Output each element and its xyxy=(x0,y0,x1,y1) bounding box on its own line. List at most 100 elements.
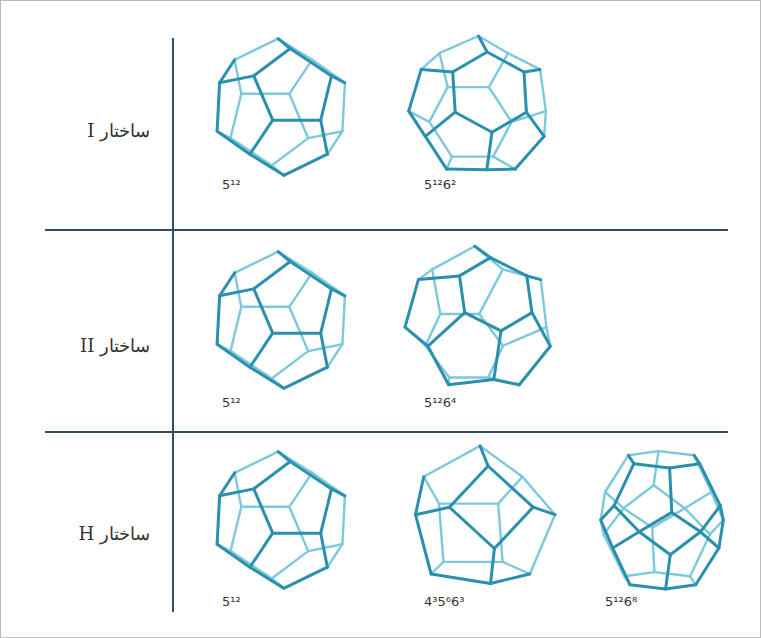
cage-label: 5¹²6⁴ xyxy=(424,395,456,410)
cage-edge xyxy=(424,446,480,477)
cage-edge xyxy=(428,346,449,385)
cage-edge xyxy=(670,468,672,513)
cage-edge xyxy=(332,489,345,496)
structure-label: ساختار H xyxy=(79,523,150,544)
cage-edge xyxy=(488,466,533,507)
cage-edge xyxy=(479,269,503,314)
cage-edge xyxy=(460,276,465,313)
cage-edge xyxy=(439,504,443,562)
cage-edge xyxy=(532,313,550,347)
cage-edge xyxy=(541,280,547,328)
cage-edge xyxy=(289,60,312,94)
cage-label: 5¹² xyxy=(222,177,241,192)
cage-edge xyxy=(475,246,491,257)
cage-edge xyxy=(409,69,422,111)
cage-edge xyxy=(487,52,524,72)
cage-label: 4³5⁶6³ xyxy=(424,594,464,609)
cage-edge xyxy=(418,276,459,280)
cage-edge xyxy=(217,344,250,367)
cage-edge xyxy=(273,332,321,335)
cage-edge xyxy=(284,154,328,175)
cage-edge xyxy=(231,307,242,351)
cage-edge xyxy=(449,380,494,385)
cage-edge xyxy=(455,112,492,132)
cage-edge xyxy=(254,489,273,533)
row-divider xyxy=(45,229,728,231)
cage-edge xyxy=(540,69,546,111)
cage-edge xyxy=(666,585,696,589)
cage-edge xyxy=(421,69,453,72)
cage-edge xyxy=(605,455,628,492)
cage-edge xyxy=(431,562,443,574)
cage-edge xyxy=(321,489,332,533)
cage-edge xyxy=(494,380,520,385)
cage-edge xyxy=(491,258,527,276)
cage-edge xyxy=(429,122,452,157)
cage-edge xyxy=(493,157,515,170)
cage-edge xyxy=(321,76,332,120)
cage-illustrations xyxy=(217,36,723,589)
cage-edge xyxy=(432,269,440,314)
cage-edge xyxy=(327,344,342,367)
cage-edge xyxy=(235,39,279,60)
cage-edge xyxy=(342,296,345,344)
cage-edge xyxy=(241,93,289,95)
cage-edge xyxy=(515,136,544,169)
cage-edge xyxy=(289,273,312,307)
cage-edge xyxy=(613,548,630,585)
cage-edge xyxy=(544,111,546,136)
cage-label: 5¹² xyxy=(222,594,241,609)
cage-edge xyxy=(720,506,723,520)
cage-edge xyxy=(524,72,526,112)
cage-edge xyxy=(700,464,721,506)
cage-edge xyxy=(634,464,670,468)
cage-edge xyxy=(278,39,312,60)
cage-edge xyxy=(501,313,532,331)
cage-edge xyxy=(220,489,254,496)
cage-edge xyxy=(479,36,488,52)
cage-edge xyxy=(480,446,488,466)
cage-edge xyxy=(231,94,242,138)
cage-edge xyxy=(250,367,284,388)
cage-edge xyxy=(217,131,250,154)
cage-edge xyxy=(220,76,254,83)
cage-edge xyxy=(601,506,614,520)
cage-edge xyxy=(254,262,290,289)
cage-edge xyxy=(453,72,456,112)
cage-edge xyxy=(217,296,220,344)
cage-edge xyxy=(440,313,479,315)
cage-edge xyxy=(431,574,490,584)
cage-edge xyxy=(235,60,242,94)
cage-edge xyxy=(666,555,671,589)
cage-edge xyxy=(498,477,522,504)
cage-edge xyxy=(289,94,308,138)
cage-edge xyxy=(670,532,700,555)
cage-edge xyxy=(332,289,345,296)
cage-edge xyxy=(312,60,345,83)
cage-edge xyxy=(312,273,345,296)
cage-edge xyxy=(241,506,289,508)
cage-edge xyxy=(440,36,479,53)
cage-edge xyxy=(449,376,488,378)
cage-edge xyxy=(278,452,290,462)
cage-edge xyxy=(321,289,332,333)
cage-edge xyxy=(432,246,475,269)
cage-edge xyxy=(519,346,550,385)
cage-edge xyxy=(487,132,492,170)
cage-edge xyxy=(460,258,491,276)
cage-edge xyxy=(628,451,658,455)
cage-edge xyxy=(492,112,526,132)
cage-edge xyxy=(327,544,342,567)
cage-edge xyxy=(670,464,700,468)
cage-edge xyxy=(278,252,290,262)
cage-edge xyxy=(425,112,455,136)
cage-edge xyxy=(491,574,530,584)
cage-edge xyxy=(428,313,465,347)
cage-edge xyxy=(465,313,501,331)
cage-edge xyxy=(409,111,426,136)
cage-edge xyxy=(416,477,424,515)
cage-edge xyxy=(250,333,273,367)
cage-edge xyxy=(284,567,328,588)
cage-edge xyxy=(235,452,279,473)
